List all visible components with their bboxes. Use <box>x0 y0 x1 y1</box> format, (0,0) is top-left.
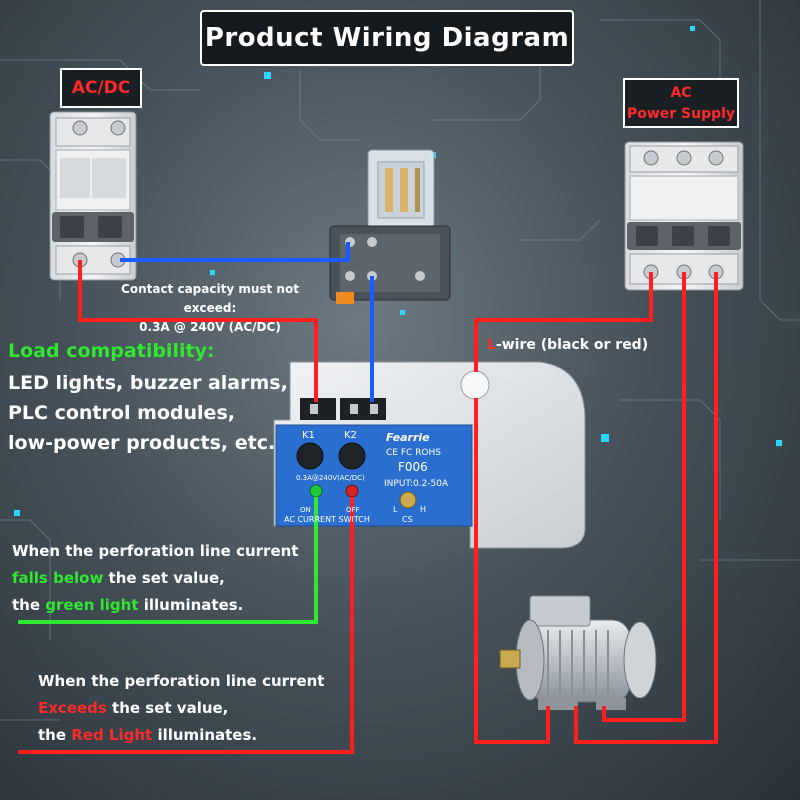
device-switch-label: AC CURRENT SWITCH <box>284 515 370 524</box>
device-input: INPUT:0.2-50A <box>384 479 449 489</box>
green-note-line3-rest: illuminates. <box>138 596 244 614</box>
red-note-line3-pre: the <box>38 726 72 744</box>
relay <box>367 149 435 231</box>
wires-blue <box>120 242 374 402</box>
red-light-note: When the perforation line current Exceed… <box>38 668 324 749</box>
device-brand: Fearrie <box>386 431 430 444</box>
red-light-highlight: Red Light <box>71 726 153 744</box>
red-note-line2-rest: the set value, <box>106 699 229 717</box>
load-item: low-power products, etc. <box>8 432 276 454</box>
lwire-prefix: L <box>487 337 496 353</box>
device-k2-label: K2 <box>344 430 357 441</box>
contact-line1: Contact capacity must not exceed: <box>121 282 299 315</box>
red-note-line3-rest: illuminates. <box>152 726 258 744</box>
load-compatibility-list: LED lights, buzzer alarms, PLC control m… <box>8 368 288 458</box>
green-note-line1: When the perforation line current <box>12 542 299 560</box>
breaker-left <box>49 111 137 281</box>
red-note-highlight: Exceeds <box>38 699 107 717</box>
device-model: F006 <box>398 460 428 474</box>
green-note-highlight: falls below <box>12 569 104 587</box>
relay-socket <box>329 225 451 304</box>
device-h-label: H <box>420 505 426 514</box>
load-item: LED lights, buzzer alarms, <box>8 372 288 394</box>
contact-line2: 0.3A @ 240V (AC/DC) <box>139 320 281 334</box>
breaker-left-label: AC/DC <box>60 68 142 108</box>
wires-red <box>18 260 718 754</box>
green-note-line2: falls below the set value, <box>12 565 298 592</box>
page-title: Product Wiring Diagram <box>200 10 574 66</box>
red-note-line1: When the perforation line current <box>38 672 325 690</box>
device-k1-label: K1 <box>302 430 315 441</box>
lwire-label: L-wire (black or red) <box>487 337 648 353</box>
green-note-line3-pre: the <box>12 596 46 614</box>
device-certs: CE FC ROHS <box>386 448 441 458</box>
contact-capacity-note: Contact capacity must not exceed: 0.3A @… <box>95 280 325 337</box>
breaker-right-label-line2: Power Supply <box>626 106 736 122</box>
device-rating: 0.3A@240V(AC/DC) <box>296 474 365 482</box>
red-note-line3: the Red Light illuminates. <box>38 722 324 749</box>
green-note-line2-rest: the set value, <box>103 569 225 587</box>
circuit-background <box>0 0 800 721</box>
red-note-line2: Exceeds the set value, <box>38 695 324 722</box>
green-note-line3: the green light illuminates. <box>12 592 298 619</box>
wire-green <box>18 497 318 624</box>
device-cs-label: CS <box>402 515 413 524</box>
load-item: PLC control modules, <box>8 402 235 424</box>
device-on-label: ON <box>300 506 311 514</box>
device-off-label: OFF <box>346 506 360 514</box>
load-compatibility-title: Load compatibility: <box>8 340 215 362</box>
breaker-right-label-line1: AC <box>670 85 692 101</box>
motor <box>499 595 657 710</box>
green-light-note: When the perforation line current falls … <box>12 538 298 619</box>
device-l-label: L <box>393 505 398 514</box>
breaker-right-label: AC Power Supply <box>623 78 739 128</box>
green-light-highlight: green light <box>45 596 139 614</box>
lwire-rest: -wire (black or red) <box>495 337 649 353</box>
breaker-right <box>624 141 744 291</box>
